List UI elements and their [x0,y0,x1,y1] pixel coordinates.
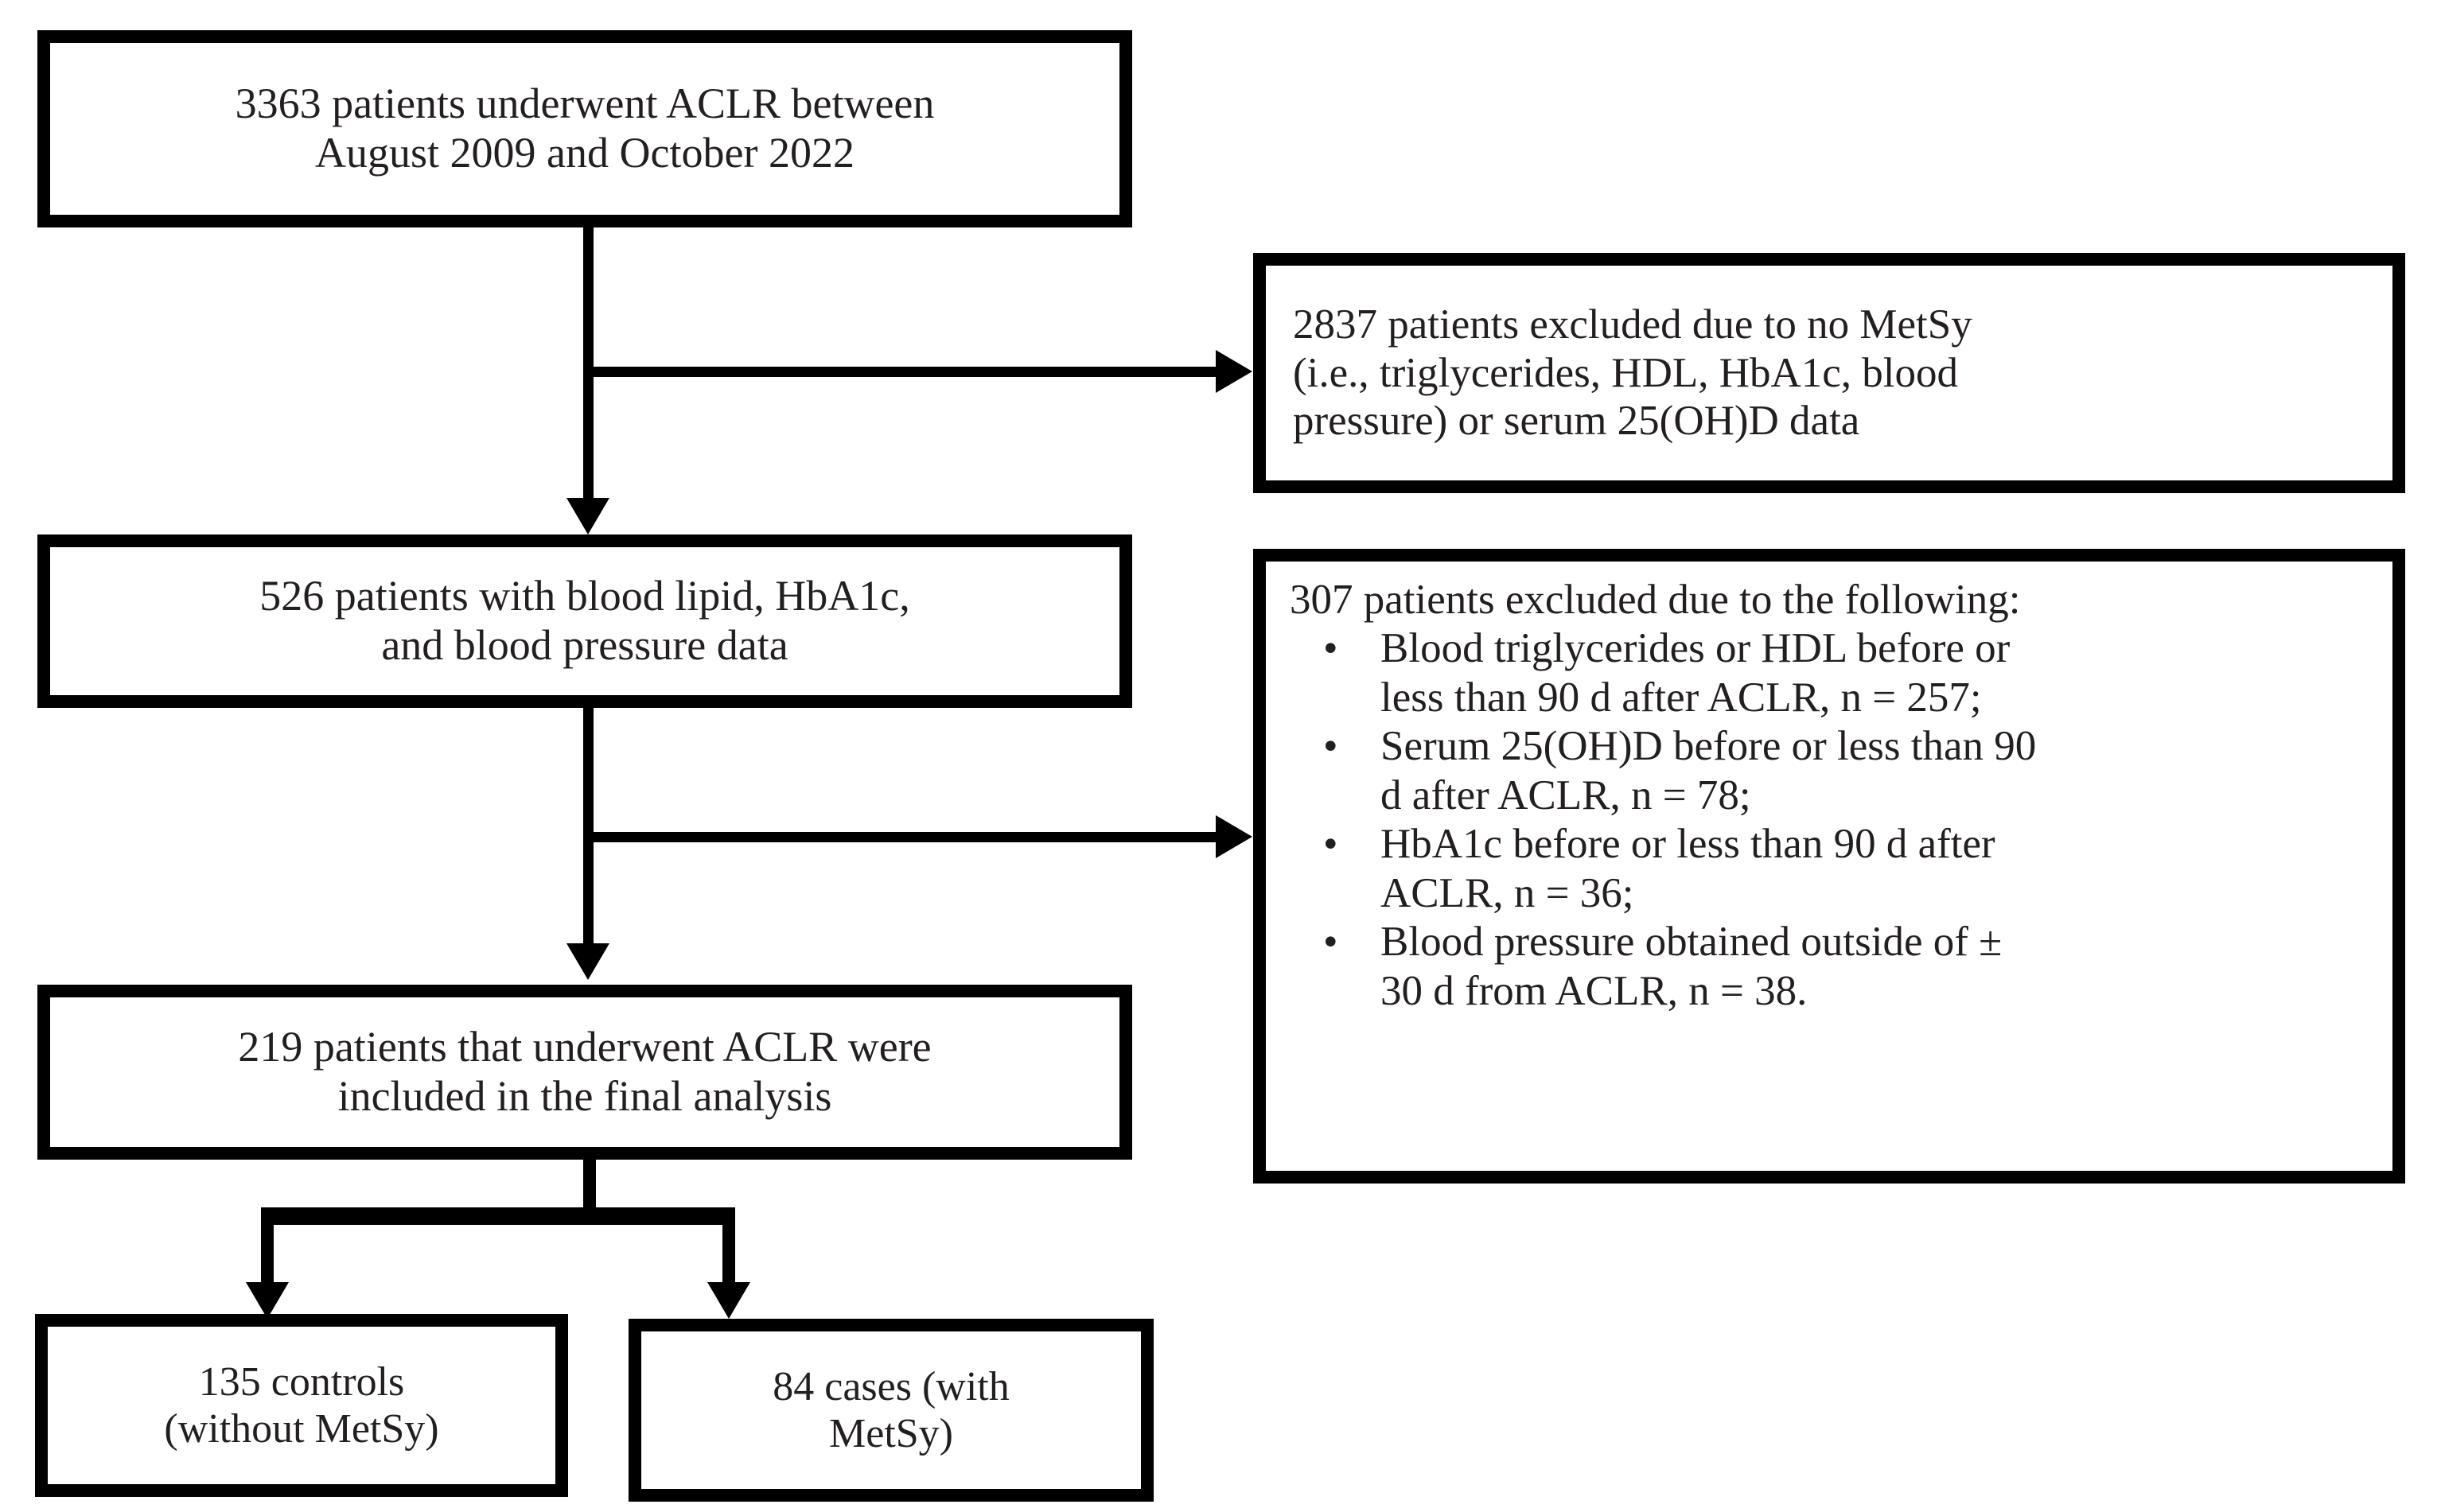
exclusion-reason-item-2: • Serum 25(OH)D before or less than 90 d… [1287,722,2386,820]
exclusion-reason-item-1-line-2: less than 90 d after ACLR, n = 257; [1380,674,1982,721]
node-excluded-no-data-line-2: (i.e., triglycerides, HDL, HbA1c, blood [1293,349,1959,396]
exclusion-reason-item-3-line-2: ACLR, n = 36; [1380,869,1634,916]
node-excluded-no-data-line-3: pressure) or serum 25(OH)D data [1293,398,1860,445]
node-with-data-line-1: 526 patients with blood lipid, HbA1c, [259,572,910,620]
node-with-data: 526 patients with blood lipid, HbA1c, an… [37,534,1132,708]
bullet-icon: • [1323,723,1338,770]
node-excluded-no-data-line-1: 2837 patients excluded due to no MetSy [1293,301,1972,348]
node-final-analysis-line-2: included in the final analysis [337,1072,832,1120]
node-excluded-timing: 307 patients excluded due to the followi… [1253,549,2405,1184]
edge-with-data-to-final-analysis-stem [583,708,594,946]
edge-with-data-to-final-analysis-arrowhead [566,943,609,980]
edge-final-analysis-fork-stem [583,1160,596,1209]
node-final-analysis: 219 patients that underwent ACLR were in… [37,985,1132,1160]
edge-final-analysis-to-cases-stem [722,1207,735,1287]
edge-with-data-to-excluded-timing-stem [589,832,1217,842]
edge-with-data-to-excluded-timing-arrowhead [1216,815,1252,858]
exclusion-reason-item-3-line-1: HbA1c before or less than 90 d after [1380,821,1995,868]
edge-enrolled-to-excluded-no-data-stem [589,367,1217,377]
edge-enrolled-to-with-data-stem [583,227,594,502]
node-enrolled-line-1: 3363 patients underwent ACLR between [235,80,935,128]
node-cases-line-2: MetSy) [829,1411,953,1456]
exclusion-reason-list: • Blood triglycerides or HDL before or l… [1287,624,2386,1016]
edge-enrolled-to-with-data-arrowhead [566,498,609,534]
edge-enrolled-to-excluded-no-data-arrowhead [1216,350,1252,393]
exclusion-reason-item-1-line-1: Blood triglycerides or HDL before or [1380,625,2011,672]
node-with-data-line-2: and blood pressure data [381,621,788,669]
bullet-icon: • [1323,821,1338,868]
exclusion-reason-item-2-line-1: Serum 25(OH)D before or less than 90 [1380,723,2037,770]
node-excluded-no-data: 2837 patients excluded due to no MetSy (… [1253,253,2405,493]
node-enrolled-line-2: August 2009 and October 2022 [315,129,855,177]
node-enrolled: 3363 patients underwent ACLR between Aug… [37,30,1132,227]
edge-final-analysis-fork-bar [261,1207,735,1225]
exclusion-reason-item-4-line-1: Blood pressure obtained outside of ± [1380,919,2003,966]
edge-final-analysis-to-cases-arrowhead [707,1282,750,1319]
exclusion-reason-item-3: • HbA1c before or less than 90 d after A… [1287,820,2386,918]
exclusion-reason-item-1: • Blood triglycerides or HDL before or l… [1287,624,2386,722]
node-controls: 135 controls (without MetSy) [35,1314,568,1497]
edge-final-analysis-to-controls-arrowhead [246,1282,289,1319]
exclusion-reason-item-4: • Blood pressure obtained outside of ± 3… [1287,918,2386,1016]
bullet-icon: • [1323,919,1338,966]
exclusion-reason-item-4-line-2: 30 d from ACLR, n = 38. [1380,967,1808,1014]
exclusion-reason-item-2-line-2: d after ACLR, n = 78; [1380,772,1751,818]
node-cases-line-1: 84 cases (with [773,1363,1010,1409]
node-excluded-timing-heading: 307 patients excluded due to the followi… [1290,577,2021,623]
bullet-icon: • [1323,625,1338,672]
node-controls-line-2: (without MetSy) [164,1406,439,1452]
node-cases: 84 cases (with MetSy) [629,1319,1154,1502]
node-final-analysis-line-1: 219 patients that underwent ACLR were [238,1023,932,1071]
node-controls-line-1: 135 controls [198,1358,405,1405]
edge-final-analysis-to-controls-stem [261,1207,274,1287]
